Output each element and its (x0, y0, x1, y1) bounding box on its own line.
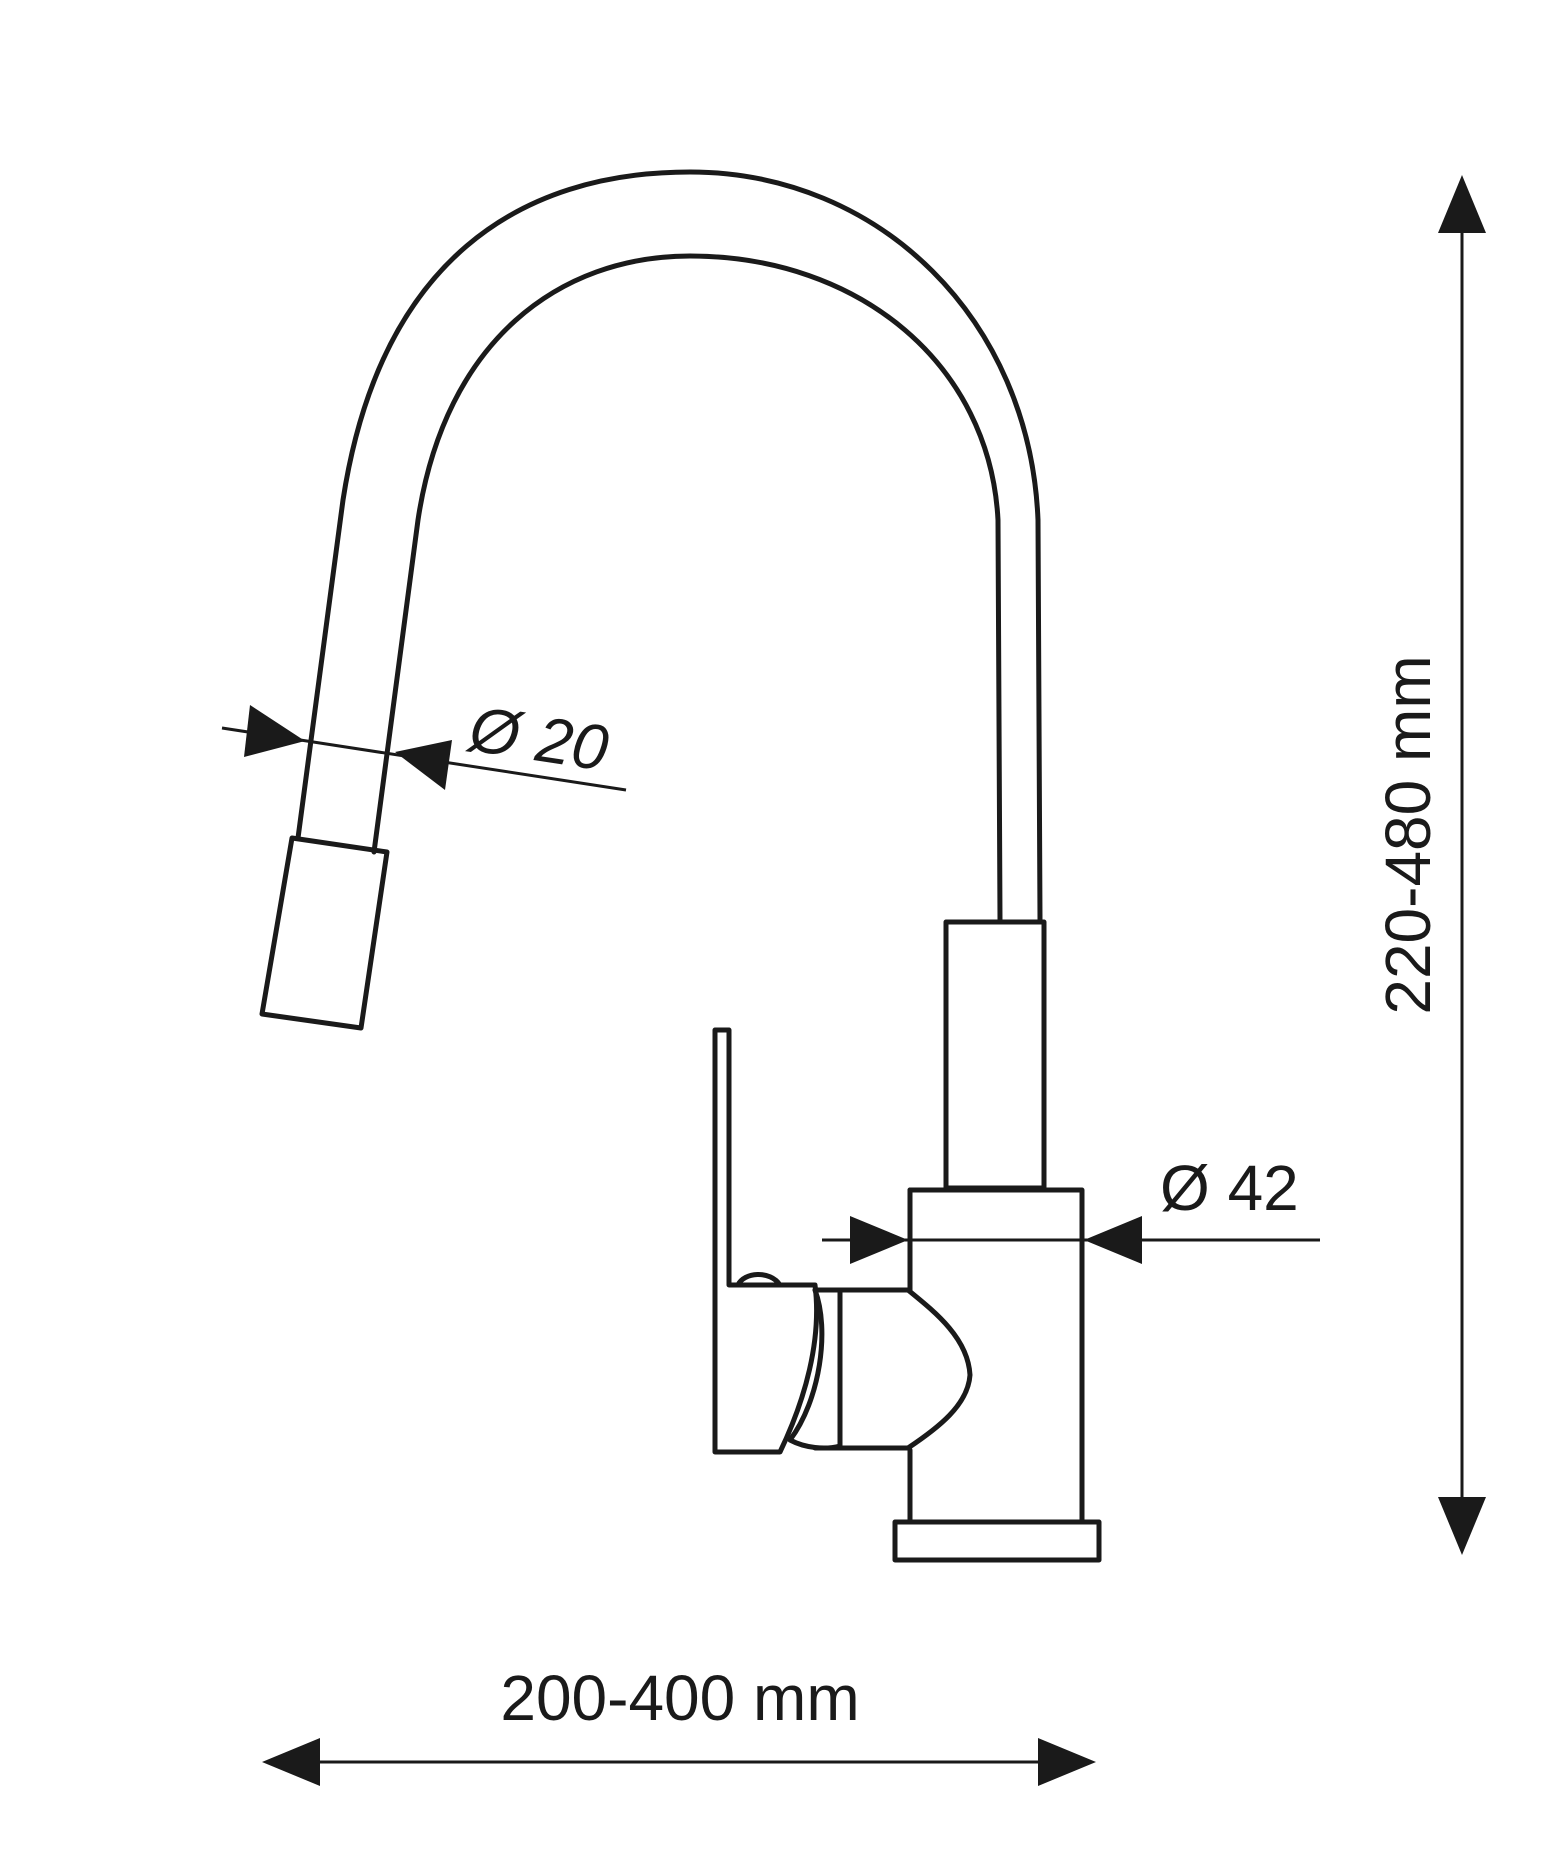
lever-handle (712, 1027, 820, 1455)
body-dim-arrow-left (850, 1216, 908, 1264)
width-dim-arrow-right (1038, 1738, 1096, 1786)
body-dim-arrow-right (1084, 1216, 1142, 1264)
dimension-body-diameter: Ø 42 (822, 1152, 1320, 1264)
body-diameter-label: Ø 42 (1160, 1152, 1299, 1224)
dimension-width-range: 200-400 mm (262, 1662, 1096, 1786)
spray-head (259, 835, 390, 1031)
dimension-height-range: 220-480 mm (1372, 175, 1486, 1555)
width-range-label: 200-400 mm (500, 1662, 859, 1734)
cartridge-curve (787, 1287, 843, 1451)
width-dim-arrow-left (262, 1738, 320, 1786)
hose-diameter-label: Ø 20 (463, 692, 613, 785)
height-dim-arrow-bottom (1438, 1497, 1486, 1555)
height-dim-arrow-top (1438, 175, 1486, 233)
height-range-label: 220-480 mm (1372, 655, 1444, 1014)
base-plate (892, 1519, 1102, 1563)
spout-gooseneck (295, 169, 1043, 923)
hose-dim-arrow-right (395, 740, 452, 790)
cartridge-housing (812, 1287, 973, 1451)
lever-knob (735, 1272, 783, 1288)
hose-dim-arrow-left (244, 705, 305, 757)
faucet-outline (259, 169, 1102, 1563)
dimension-hose-diameter: Ø 20 (221, 692, 627, 792)
riser-tube (943, 919, 1047, 1191)
